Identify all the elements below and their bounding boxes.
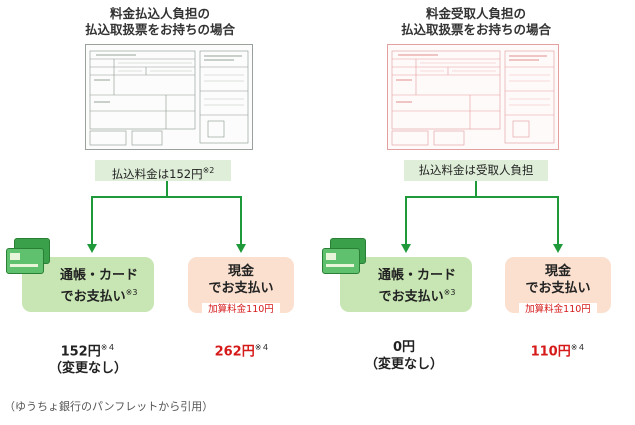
left-card-option-box: 通帳・カード でお支払い※3 — [22, 257, 154, 312]
left-fee-footnote-mark: ※2 — [202, 166, 215, 175]
right-cash-option-box: 現金 でお支払い 加算料金110円 — [505, 257, 611, 317]
left-card-amount-sub: （変更なし） — [48, 361, 127, 377]
left-heading-line1: 料金払込人負担の — [109, 6, 210, 21]
left-cash-surcharge-badge: 加算料金110円 — [202, 303, 280, 317]
source-note: （ゆうちょ銀行のパンフレットから引用） — [4, 400, 214, 413]
left-cash-option-line2: でお支払い — [208, 281, 274, 296]
right-card-option-mark: ※3 — [443, 288, 456, 297]
left-connector-stem — [166, 181, 168, 198]
left-passbook-card-icon — [6, 238, 50, 276]
left-arrow-card — [87, 244, 97, 253]
right-payment-slip-image — [387, 44, 559, 150]
right-connector-drop-cash — [557, 196, 559, 244]
left-cash-option-line1: 現金 — [227, 264, 254, 279]
right-card-amount-sub: （変更なし） — [364, 357, 443, 372]
right-cash-amount-mark: ※４ — [570, 343, 586, 352]
left-cash-option-box: 現金 でお支払い 加算料金110円 — [188, 257, 294, 317]
right-heading-line2: 払込取扱票をお持ちの場合 — [400, 22, 551, 37]
left-heading: 料金払込人負担の 払込取扱票をお持ちの場合 — [60, 6, 260, 38]
left-arrow-cash — [236, 244, 246, 253]
left-card-amount-mark: ※４ — [100, 343, 116, 352]
right-arrow-cash — [553, 244, 563, 253]
right-cash-option-line1: 現金 — [544, 264, 571, 279]
bank-card-icon — [322, 248, 360, 274]
left-card-amount-value: 152円 — [60, 344, 101, 360]
right-connector-stem — [475, 181, 477, 198]
left-connector-horizontal — [91, 196, 242, 198]
right-cash-amount-value: 110円 — [530, 344, 571, 360]
right-fee-text: 払込料金は受取人負担 — [418, 163, 534, 177]
left-fee-band: 払込料金は152円※2 — [95, 160, 231, 181]
left-card-option-mark: ※3 — [125, 288, 138, 297]
right-card-option-line1: 通帳・カード — [377, 268, 456, 283]
left-card-option-line1: 通帳・カード — [59, 268, 138, 283]
left-connector-drop-cash — [240, 196, 242, 244]
right-heading: 料金受取人負担の 払込取扱票をお持ちの場合 — [376, 6, 576, 38]
right-heading-line1: 料金受取人負担の — [425, 6, 526, 21]
right-cash-option-line2: でお支払い — [525, 281, 591, 296]
right-passbook-card-icon — [322, 238, 366, 276]
left-card-option-line2: でお支払い — [60, 289, 126, 305]
payment-slip-drawing-red — [391, 50, 555, 146]
left-cash-amount: 262円※４ — [196, 339, 288, 360]
right-cash-amount: 110円※４ — [512, 339, 604, 360]
right-card-option-box: 通帳・カード でお支払い※3 — [340, 257, 472, 312]
right-connector-drop-card — [405, 196, 407, 244]
left-payment-slip-image — [85, 44, 253, 150]
right-card-amount: 0円 （変更なし） — [356, 339, 452, 373]
right-cash-surcharge-badge: 加算料金110円 — [519, 303, 597, 317]
payment-slip-drawing — [89, 50, 249, 146]
left-heading-line2: 払込取扱票をお持ちの場合 — [84, 22, 235, 37]
left-card-amount: 152円※４ （変更なし） — [40, 339, 136, 377]
left-fee-text: 払込料金は152円 — [111, 166, 203, 181]
bank-card-icon — [6, 248, 44, 274]
right-card-amount-value: 0円 — [392, 340, 416, 355]
right-fee-band: 払込料金は受取人負担 — [404, 160, 548, 181]
left-cash-amount-value: 262円 — [214, 344, 255, 360]
right-arrow-card — [401, 244, 411, 253]
right-card-option-line2: でお支払い — [378, 289, 444, 305]
right-connector-horizontal — [405, 196, 559, 198]
left-connector-drop-card — [91, 196, 93, 244]
left-cash-amount-mark: ※４ — [254, 343, 270, 352]
